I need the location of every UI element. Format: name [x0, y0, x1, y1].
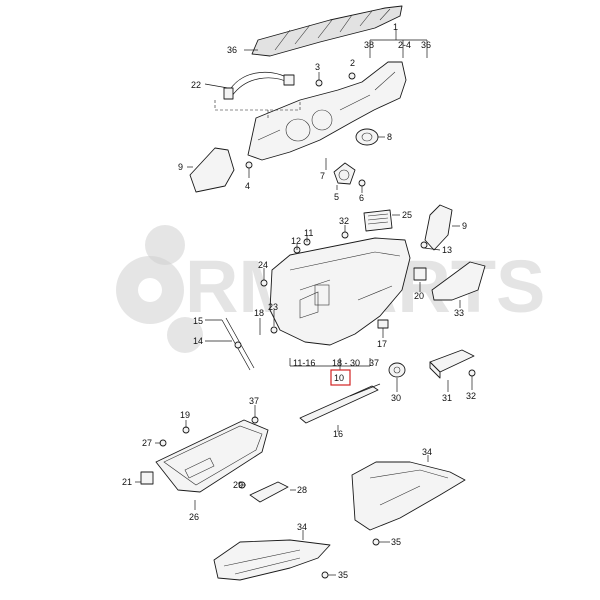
part-36-cover — [251, 5, 403, 57]
callout-29: 29 — [233, 480, 243, 490]
callout-4: 4 — [245, 181, 250, 191]
part-9-side-cover — [189, 147, 235, 193]
callout-22: 22 — [191, 80, 201, 90]
callout-6: 6 — [359, 193, 364, 203]
callout-23: 23 — [268, 302, 278, 312]
callout-31: 31 — [442, 393, 452, 403]
part-17-clip — [377, 319, 389, 329]
callout-12: 12 — [291, 236, 301, 246]
part-30-knob — [388, 362, 406, 378]
part-21-bracket — [140, 471, 154, 485]
part-10-console — [269, 237, 411, 346]
callout-37b: 37 — [249, 396, 259, 406]
callout-32: 32 — [339, 216, 349, 226]
callout-labels: 1 2-4 36 38 36 3 2 22 8 9 4 7 5 6 32 25 … — [122, 22, 476, 580]
callout-34: 34 — [422, 447, 432, 457]
callout-38: 38 — [364, 40, 374, 50]
part-34-panel — [351, 461, 466, 531]
part-26-glovebox — [155, 419, 269, 493]
callout-2: 2 — [350, 58, 355, 68]
callout-11-16: 11-16 — [293, 358, 315, 368]
callout-36b: 36 — [227, 45, 237, 55]
callout-27: 27 — [142, 438, 152, 448]
callout-26: 26 — [189, 512, 199, 522]
callout-17: 17 — [377, 339, 387, 349]
callout-9b: 9 — [462, 221, 467, 231]
part-20-clip — [413, 267, 427, 281]
callout-37: 37 — [369, 358, 379, 368]
part-34b-panel — [213, 539, 331, 581]
callout-11: 11 — [304, 228, 313, 238]
callout-5: 5 — [334, 192, 339, 202]
part-5-vent — [333, 162, 356, 185]
callout-13: 13 — [442, 245, 452, 255]
callout-19: 19 — [180, 410, 190, 420]
callout-14: 14 — [193, 336, 203, 346]
callout-21: 21 — [122, 477, 132, 487]
callout-25: 25 — [402, 210, 412, 220]
callout-15: 15 — [193, 316, 203, 326]
callout-28: 28 — [297, 485, 307, 495]
callout-1: 1 — [393, 22, 398, 32]
callout-34b: 34 — [297, 522, 307, 532]
part-9b-bracket — [424, 204, 453, 251]
part-22-harness — [223, 71, 295, 100]
part-8-ring — [355, 128, 379, 146]
part-33-panel — [431, 261, 486, 301]
callout-24: 24 — [258, 260, 268, 270]
part-16-rail — [299, 383, 381, 424]
callout-18-30: 18 - 30 — [332, 358, 360, 368]
callout-18: 18 — [254, 308, 264, 318]
part-31-lid — [429, 349, 475, 379]
watermark-gear-icon — [116, 225, 203, 353]
callout-9: 9 — [178, 162, 183, 172]
callout-36: 36 — [421, 40, 431, 50]
callout-35b: 35 — [338, 570, 348, 580]
callout-35: 35 — [391, 537, 401, 547]
callout-7: 7 — [320, 171, 325, 181]
highlight-box-10 — [330, 369, 351, 386]
part-14-rod — [221, 317, 255, 371]
part-1-dashboard-carrier — [247, 61, 407, 161]
part-28-latch — [249, 481, 289, 503]
callout-33: 33 — [454, 308, 464, 318]
callout-30: 30 — [391, 393, 401, 403]
callout-10: 10 — [334, 373, 344, 383]
callout-32b: 32 — [466, 391, 476, 401]
leader-lines — [135, 30, 473, 576]
callout-20: 20 — [414, 291, 424, 301]
callout-2-4: 2-4 — [398, 40, 411, 50]
callout-8: 8 — [387, 132, 392, 142]
callout-16: 16 — [333, 429, 343, 439]
callout-3: 3 — [315, 62, 320, 72]
part-25-grille — [363, 209, 393, 232]
